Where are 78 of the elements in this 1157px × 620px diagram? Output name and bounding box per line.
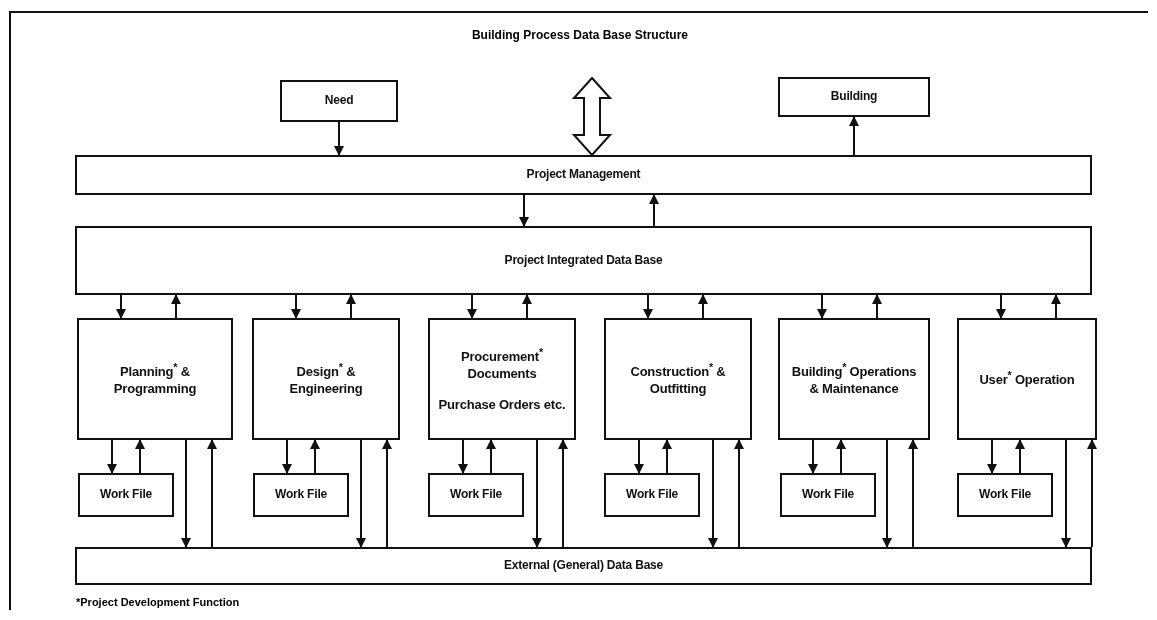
box-label: Procurement$^{*}$ Documents xyxy=(460,344,544,383)
arrow xyxy=(662,439,672,474)
work-file-box xyxy=(428,473,524,517)
arrow xyxy=(522,294,532,319)
box-label: Work File xyxy=(802,487,854,503)
arrow xyxy=(467,294,477,319)
arrow xyxy=(334,121,344,156)
arrow xyxy=(698,294,708,319)
box-label: Project Management xyxy=(526,167,641,183)
management-band xyxy=(75,155,1092,195)
function-box xyxy=(957,318,1097,440)
arrow xyxy=(116,294,126,319)
arrow xyxy=(519,194,529,227)
arrow xyxy=(708,439,718,548)
box-label: Design$^{*}$ & Engineering xyxy=(288,359,364,399)
arrow xyxy=(171,294,181,319)
arrow xyxy=(817,294,827,319)
arrow xyxy=(207,439,217,548)
arrow xyxy=(908,439,918,548)
box-label: Work File xyxy=(979,487,1031,503)
output-box xyxy=(778,77,930,117)
box-label: Purchase Orders etc. xyxy=(437,396,567,414)
arrow xyxy=(1061,439,1071,548)
function-box xyxy=(778,318,930,440)
function-box xyxy=(428,318,576,440)
work-file-box xyxy=(604,473,700,517)
box-label: Construction$^{*}$ & Outfitting xyxy=(629,359,727,399)
box-label: Need xyxy=(324,93,354,109)
arrow xyxy=(987,439,997,474)
database-band xyxy=(75,547,1092,585)
box-label: User$^{*}$ Operation xyxy=(978,368,1076,390)
arrow xyxy=(458,439,468,474)
arrow xyxy=(849,116,859,156)
arrow xyxy=(558,439,568,548)
function-box xyxy=(77,318,233,440)
arrow xyxy=(532,439,542,548)
input-box xyxy=(280,80,398,122)
arrow xyxy=(486,439,496,474)
arrow xyxy=(734,439,744,548)
arrow xyxy=(107,439,117,474)
arrow xyxy=(1051,294,1061,319)
database-band xyxy=(75,226,1092,295)
arrow xyxy=(634,439,644,474)
work-file-box xyxy=(957,473,1053,517)
arrow xyxy=(291,294,301,319)
work-file-box xyxy=(78,473,174,517)
box-label: Building$^{*}$ Operations & Maintenance xyxy=(790,359,918,399)
function-box xyxy=(252,318,400,440)
box-label: Work File xyxy=(626,487,678,503)
work-file-box xyxy=(253,473,349,517)
arrow xyxy=(382,439,392,548)
footnote: *Project Development Function xyxy=(76,596,240,608)
box-label: Work File xyxy=(275,487,327,503)
arrow xyxy=(356,439,366,548)
arrow xyxy=(872,294,882,319)
box-label: Planning$^{*}$ & Programming xyxy=(112,359,198,399)
arrow xyxy=(346,294,356,319)
arrow xyxy=(1015,439,1025,474)
box-label: Building xyxy=(830,89,878,105)
double-block-arrow xyxy=(571,76,613,157)
arrow xyxy=(310,439,320,474)
arrow xyxy=(643,294,653,319)
box-label: Work File xyxy=(100,487,152,503)
box-label: External (General) Data Base xyxy=(503,558,664,574)
arrow xyxy=(135,439,145,474)
arrow xyxy=(1087,439,1097,548)
work-file-box xyxy=(780,473,876,517)
arrow xyxy=(181,439,191,548)
arrow xyxy=(882,439,892,548)
arrow xyxy=(996,294,1006,319)
function-box xyxy=(604,318,752,440)
box-label: Project Integrated Data Base xyxy=(504,252,663,269)
arrow xyxy=(282,439,292,474)
arrow xyxy=(836,439,846,474)
box-label: Work File xyxy=(450,487,502,503)
arrow xyxy=(808,439,818,474)
arrow xyxy=(649,194,659,227)
diagram-title: Building Process Data Base Structure xyxy=(470,28,690,42)
